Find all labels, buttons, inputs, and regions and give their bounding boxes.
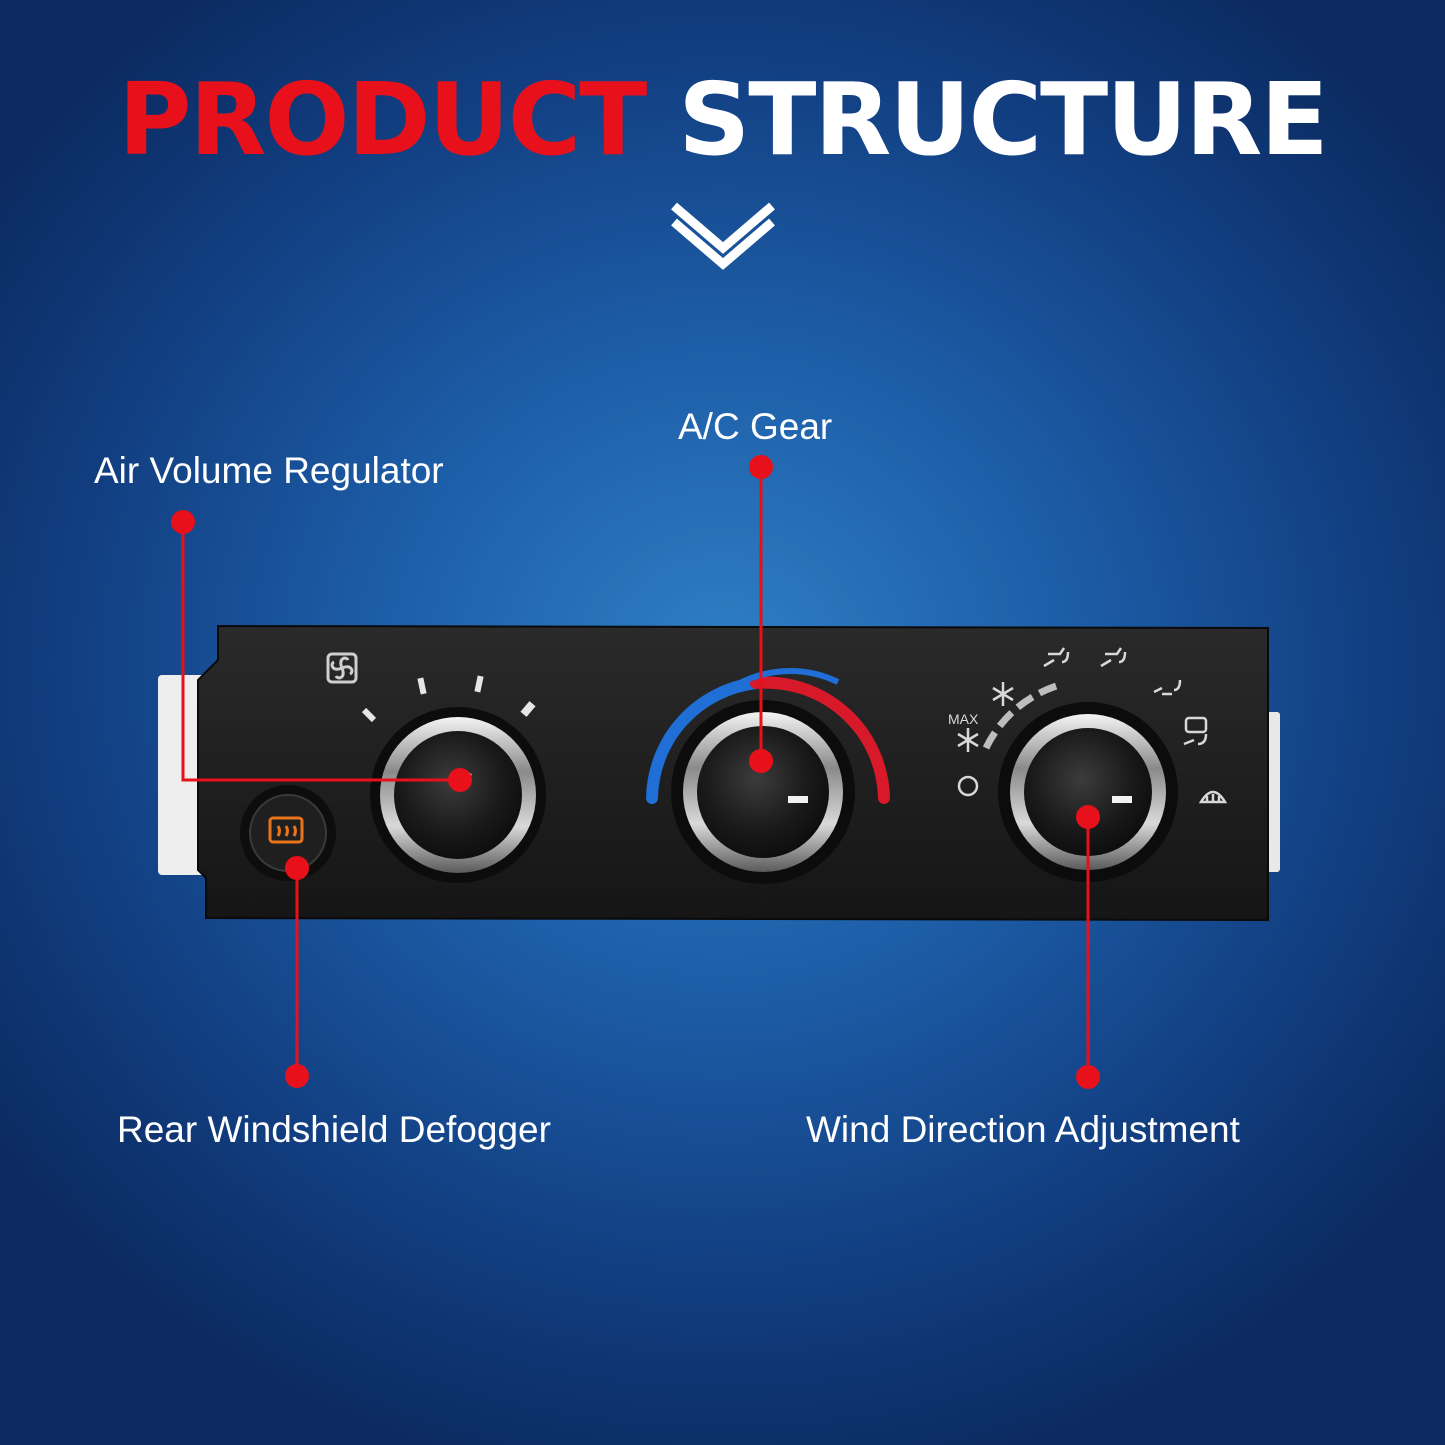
temperature-arc-accent <box>716 668 840 701</box>
vent-face-icon <box>1043 647 1070 668</box>
air-volume-marker-top <box>171 510 195 534</box>
title-part-white: STRUCTURE <box>678 61 1329 178</box>
callout-air-volume-regulator: Air Volume Regulator <box>94 450 444 491</box>
air-volume-knob[interactable] <box>370 707 546 883</box>
climate-control-panel: MAX <box>158 624 1280 922</box>
defrost-icon <box>1198 790 1228 804</box>
vent-bilevel-icon <box>1100 647 1127 668</box>
off-circle-icon <box>957 775 979 797</box>
defogger-marker-bottom <box>285 1064 309 1088</box>
page-title: PRODUCT STRUCTURE <box>0 60 1445 180</box>
max-snowflake-icon <box>957 728 979 752</box>
snowflake-icon <box>992 682 1014 706</box>
hot-temperature-arc <box>750 676 890 804</box>
wind-direction-marker-bottom <box>1076 1065 1100 1089</box>
wind-direction-knob[interactable] <box>998 702 1178 882</box>
rear-defogger-button[interactable] <box>240 785 336 881</box>
callout-wind-direction-adjustment: Wind Direction Adjustment <box>806 1109 1240 1150</box>
rear-defrost-icon <box>268 816 304 844</box>
vent-floor-icon <box>1153 679 1182 696</box>
ac-gear-marker-top <box>749 455 773 479</box>
callout-ac-gear: A/C Gear <box>678 406 833 447</box>
mode-arc <box>982 680 1064 750</box>
ac-gear-knob[interactable] <box>671 700 855 884</box>
title-part-red: PRODUCT <box>118 61 647 178</box>
double-chevron-down-icon <box>671 202 775 270</box>
max-label: MAX <box>948 711 979 727</box>
callout-rear-windshield-defogger: Rear Windshield Defogger <box>117 1109 551 1150</box>
vent-floor-defrost-icon <box>1183 716 1208 746</box>
